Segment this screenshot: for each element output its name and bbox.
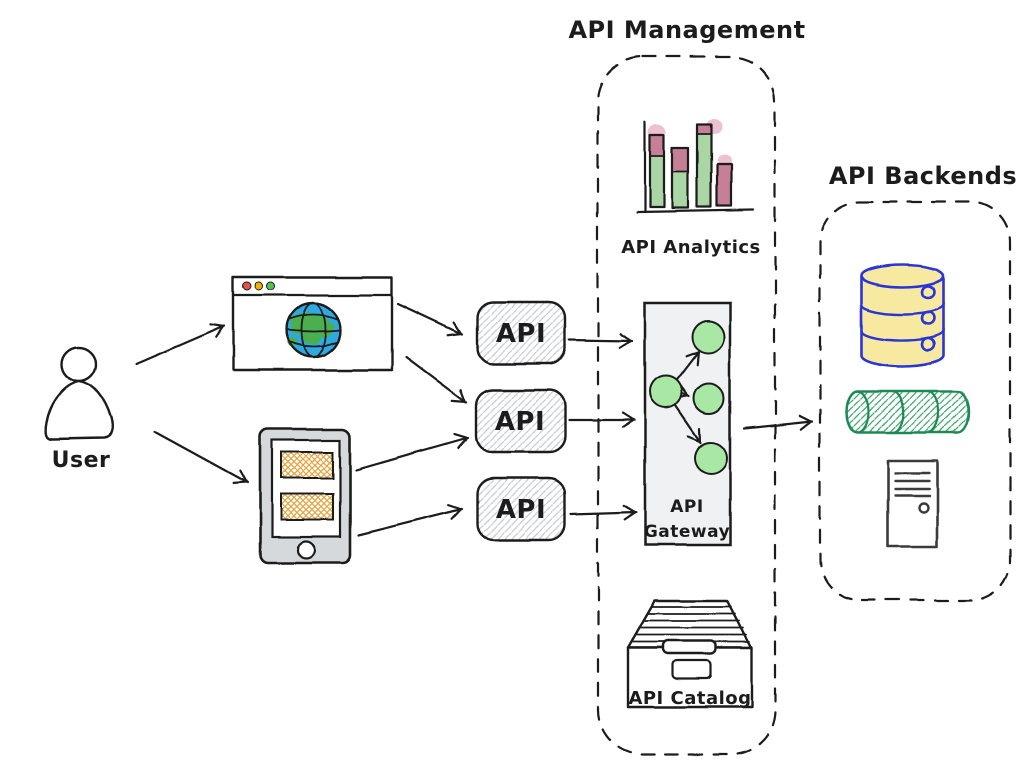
api-management-container bbox=[596, 55, 777, 757]
api-box-bottom bbox=[475, 476, 567, 542]
arrow-user-to-browser bbox=[134, 323, 226, 366]
globe-icon bbox=[284, 301, 342, 359]
database-port bbox=[920, 310, 936, 326]
arrow-browser-to-api-top bbox=[396, 302, 464, 337]
phone-content-block bbox=[280, 493, 334, 521]
api-box-middle bbox=[474, 388, 567, 454]
arrow-api-bot-to-gateway bbox=[569, 504, 638, 521]
api-analytics-label: API Analytics bbox=[621, 237, 761, 258]
api-backends-title: API Backends bbox=[829, 162, 1017, 190]
database-icon bbox=[859, 263, 945, 368]
arrow-phone-to-api-mid bbox=[354, 433, 470, 472]
server-icon bbox=[886, 459, 939, 549]
browser-dot-yellow bbox=[254, 281, 264, 291]
browser-dot-green bbox=[266, 281, 276, 291]
api-gateway-box bbox=[643, 301, 732, 547]
user-body bbox=[43, 379, 114, 441]
arrow-browser-to-api-mid bbox=[404, 356, 468, 405]
gateway-node bbox=[694, 441, 728, 475]
user-head bbox=[60, 345, 98, 383]
analytics-bar-chart-icon bbox=[635, 118, 755, 214]
arrow-gateway-to-backends bbox=[742, 414, 814, 431]
catalog-drawer-icon bbox=[626, 599, 754, 709]
drawer-handle bbox=[661, 639, 718, 656]
phone-content-block bbox=[280, 451, 334, 479]
cache-cylinder-icon bbox=[845, 389, 971, 435]
api-box-top-label: API bbox=[496, 319, 546, 349]
api-backends-container bbox=[818, 200, 1012, 602]
arrow-user-to-phone bbox=[153, 430, 250, 485]
api-management-title: API Management bbox=[568, 16, 805, 44]
api-box-top bbox=[475, 300, 567, 366]
gateway-label-line2: Gateway bbox=[644, 522, 730, 542]
chart-x-axis bbox=[635, 208, 755, 214]
user-label: User bbox=[52, 448, 111, 473]
gateway-route-arrow bbox=[674, 349, 701, 383]
gateway-node bbox=[693, 382, 725, 414]
api-box-bottom-label: API bbox=[496, 495, 546, 525]
mobile-phone-icon bbox=[258, 427, 352, 565]
browser-dot-red bbox=[242, 281, 252, 291]
database-port bbox=[920, 284, 936, 300]
browser-window bbox=[231, 275, 394, 372]
gateway-node bbox=[649, 375, 683, 409]
server-power-button bbox=[917, 502, 929, 514]
gateway-node bbox=[691, 320, 725, 354]
arrow-api-top-to-gateway bbox=[567, 332, 634, 349]
api-box-middle-label: API bbox=[495, 407, 545, 437]
api-catalog-label: API Catalog bbox=[628, 688, 751, 709]
arrow-phone-to-api-bot bbox=[356, 504, 464, 537]
gateway-label-line1: API bbox=[670, 497, 703, 517]
database-port bbox=[920, 336, 936, 352]
user-icon bbox=[43, 345, 114, 441]
gateway-route-arrow bbox=[673, 402, 703, 444]
flow-arrows bbox=[134, 302, 814, 537]
phone-home-button bbox=[296, 540, 316, 560]
drawer-label-slot bbox=[671, 659, 713, 681]
